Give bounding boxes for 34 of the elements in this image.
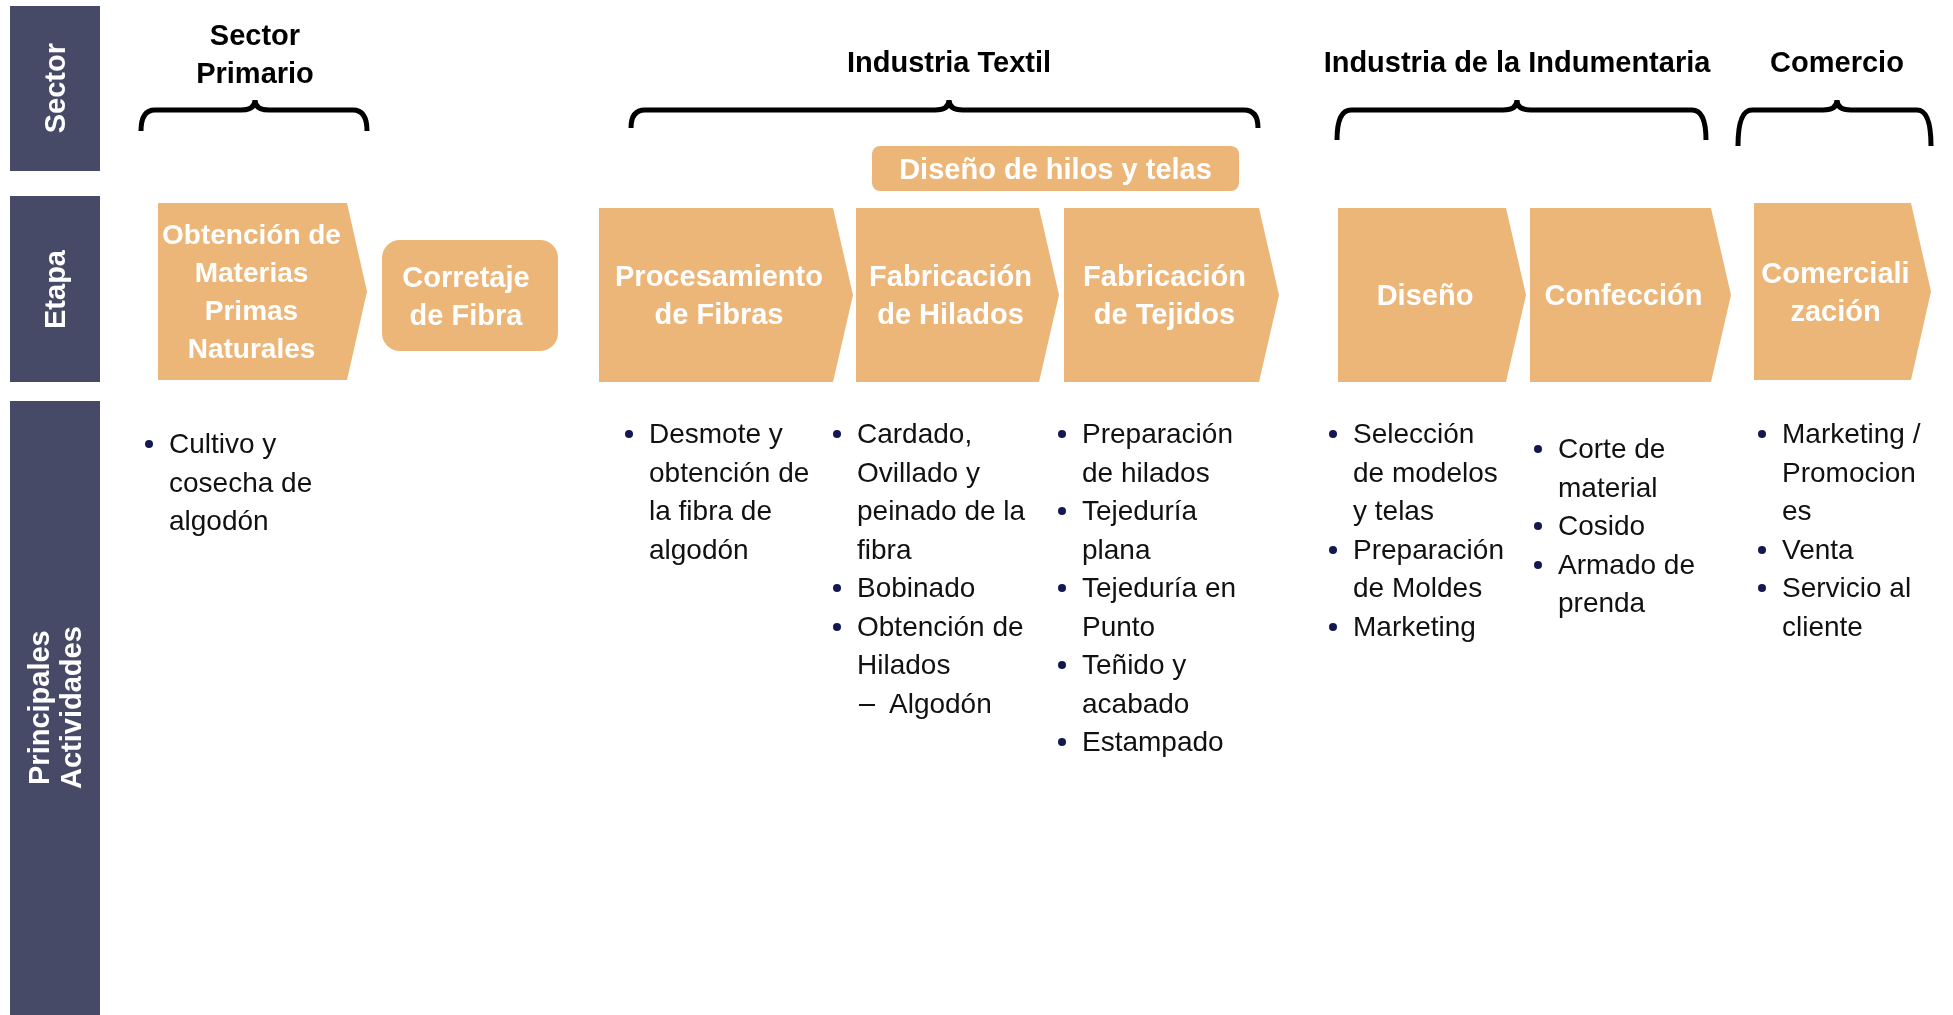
bullet-item: Teñido y acabado [1056, 646, 1266, 723]
sector-label: Comercio [1769, 45, 1905, 80]
bullet-item: Cosido [1532, 507, 1714, 546]
row-header: Principales Actividades [10, 401, 100, 1015]
bullet-item: Preparación de Moldes [1327, 530, 1505, 608]
bullet-item: Estampado [1056, 723, 1266, 762]
bullet-item: Armado de prenda [1532, 545, 1714, 623]
bullet-item: Tejeduría plana [1056, 492, 1266, 569]
sector-label: Industria de la Indumentaria [1322, 45, 1712, 80]
bullet-item: Bobinado [831, 569, 1056, 608]
bullet-item: Cultivo y cosecha de algodón [143, 425, 343, 541]
sub-bullet-item: Algodón [831, 684, 1056, 723]
bullet-item: Venta [1756, 530, 1946, 569]
bullet-item: Corte de material [1532, 430, 1714, 507]
process-step-box: Procesamiento de Fibras [599, 208, 853, 382]
bullet-item: Obtención de Hilados [831, 607, 1056, 685]
bullet-item: Tejeduría en Punto [1056, 569, 1266, 646]
process-step-box: Obtención de Materias Primas Naturales [158, 203, 367, 380]
row-header: Sector [10, 6, 100, 171]
bullet-item: Servicio al cliente [1756, 569, 1946, 646]
process-step-box: Confección [1530, 208, 1731, 382]
process-step-box: Comerciali zación [1754, 203, 1931, 380]
bullet-item: Selección de modelos y telas [1327, 415, 1505, 531]
bullet-item: Marketing [1327, 607, 1505, 646]
process-step-box: Fabricación de Tejidos [1064, 208, 1279, 382]
banner-box: Diseño de hilos y telas [872, 146, 1239, 191]
stage-box: Corretaje de Fibra [382, 240, 558, 351]
sector-label: Industria Textil [845, 45, 1053, 80]
process-step-box: Fabricación de Hilados [856, 208, 1059, 382]
sector-label: Sector Primario [195, 18, 315, 91]
bullet-item: Marketing / Promocion es [1756, 415, 1946, 531]
row-header: Etapa [10, 196, 100, 382]
bullet-item: Preparación de hilados [1056, 415, 1266, 492]
process-step-box: Diseño [1338, 208, 1526, 382]
